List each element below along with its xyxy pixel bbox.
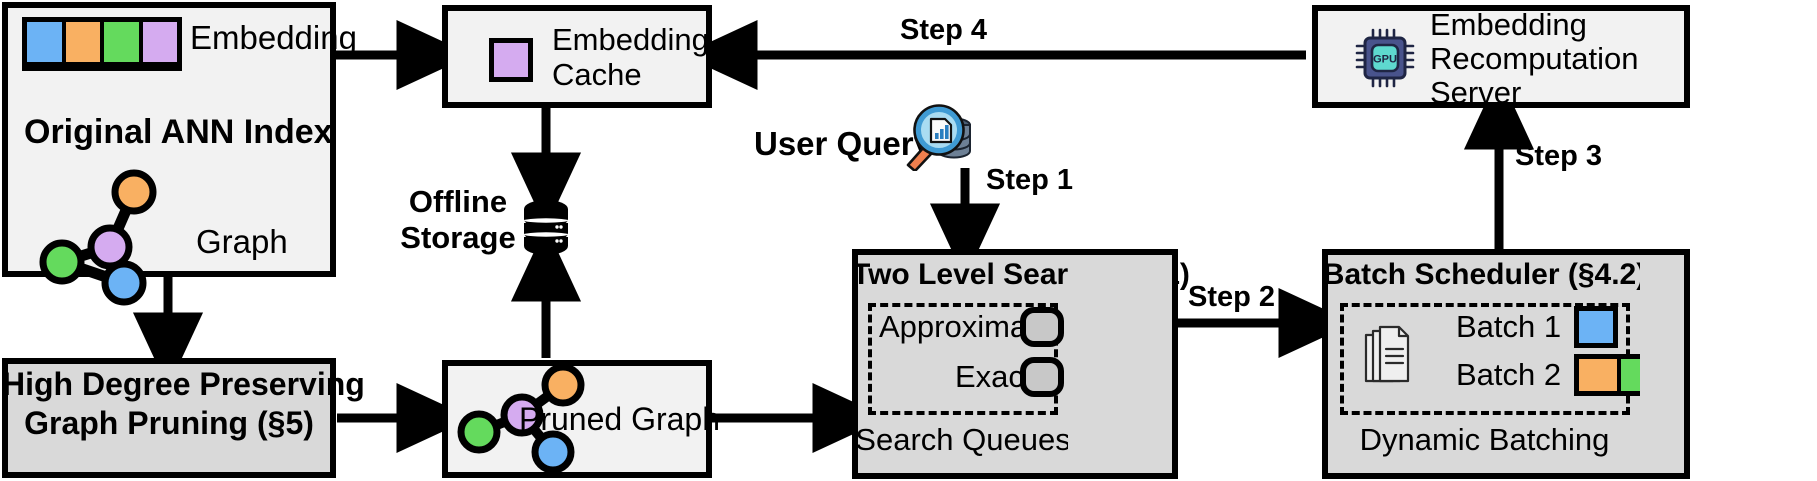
recomputation-server-line2: Recomputation — [1430, 41, 1639, 76]
graph-pruning-line1: High Degree Preserving — [2, 366, 365, 402]
step4-label: Step 4 — [900, 14, 988, 46]
batch-scheduler-box-right — [1640, 249, 1690, 479]
recomputation-server-line3: Server — [1430, 75, 1522, 110]
graph-pruning-line2: Graph Pruning (§5) — [24, 405, 314, 441]
two-level-search-title: Two Level Search (§4.1) — [852, 258, 1190, 291]
search-queues-footer: Search Queues — [855, 422, 1071, 457]
embedding-swatch-purple — [142, 22, 177, 62]
pruned-graph-label: Pruned Graph — [519, 401, 721, 437]
recomputation-server-line1: Embedding — [1430, 7, 1587, 42]
search-document-icon — [898, 103, 974, 176]
batch1-swatch-blue — [1574, 306, 1618, 348]
dynamic-batching-footer: Dynamic Batching — [1359, 422, 1610, 457]
embedding-cache-box — [442, 5, 712, 108]
exact-row-label: Exact — [955, 359, 1033, 394]
approximate-queue-cell-1[interactable] — [1020, 307, 1064, 347]
documents-icon — [1363, 325, 1415, 392]
exact-queue-cell-1[interactable] — [1020, 357, 1064, 397]
batch2-label: Batch 2 — [1456, 357, 1562, 392]
embedding-label: Embedding — [190, 19, 357, 56]
original-ann-index-title: Original ANN Index — [24, 113, 333, 151]
embedding-cache-line2: Cache — [552, 57, 642, 92]
step1-label: Step 1 — [986, 164, 1074, 196]
graph-label: Graph — [196, 223, 288, 260]
magnifier-icon — [906, 104, 965, 173]
embedding-swatch-row — [22, 17, 182, 71]
step3-label: Step 3 — [1515, 140, 1603, 172]
graph-pruning-box — [2, 358, 336, 478]
offline-storage-line2: Storage — [400, 220, 516, 255]
embedding-cache-line1: Embedding — [552, 22, 709, 57]
gpu-chip-text: GPU — [1373, 54, 1397, 66]
two-level-search-box-right — [1068, 249, 1178, 479]
offline-storage-line1: Offline — [408, 184, 508, 219]
document-in-lens — [929, 117, 953, 144]
database-icon — [522, 198, 570, 263]
batch2-swatch-orange — [1579, 359, 1617, 391]
gpu-chip-icon: GPU — [1355, 28, 1415, 93]
embedding-swatch-green — [104, 22, 139, 62]
batch1-label: Batch 1 — [1456, 309, 1562, 344]
embedding-swatch-blue — [27, 22, 62, 62]
embedding-cache-swatch — [489, 38, 533, 82]
batch-scheduler-title: Batch Scheduler (§4.2) — [1322, 258, 1647, 291]
step2-label: Step 2 — [1188, 281, 1276, 313]
embedding-swatch-orange — [65, 22, 100, 62]
